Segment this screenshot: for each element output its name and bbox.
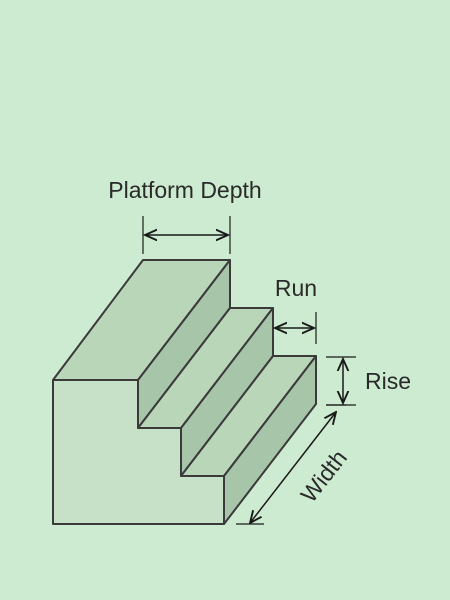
rise-dimension bbox=[326, 356, 356, 406]
platform-depth-label: Platform Depth bbox=[108, 177, 261, 203]
run-label: Run bbox=[275, 275, 317, 301]
platform-depth-dimension bbox=[142, 216, 231, 254]
run-dimension bbox=[275, 312, 317, 344]
rise-label: Rise bbox=[365, 368, 411, 394]
width-dimension bbox=[236, 404, 346, 524]
